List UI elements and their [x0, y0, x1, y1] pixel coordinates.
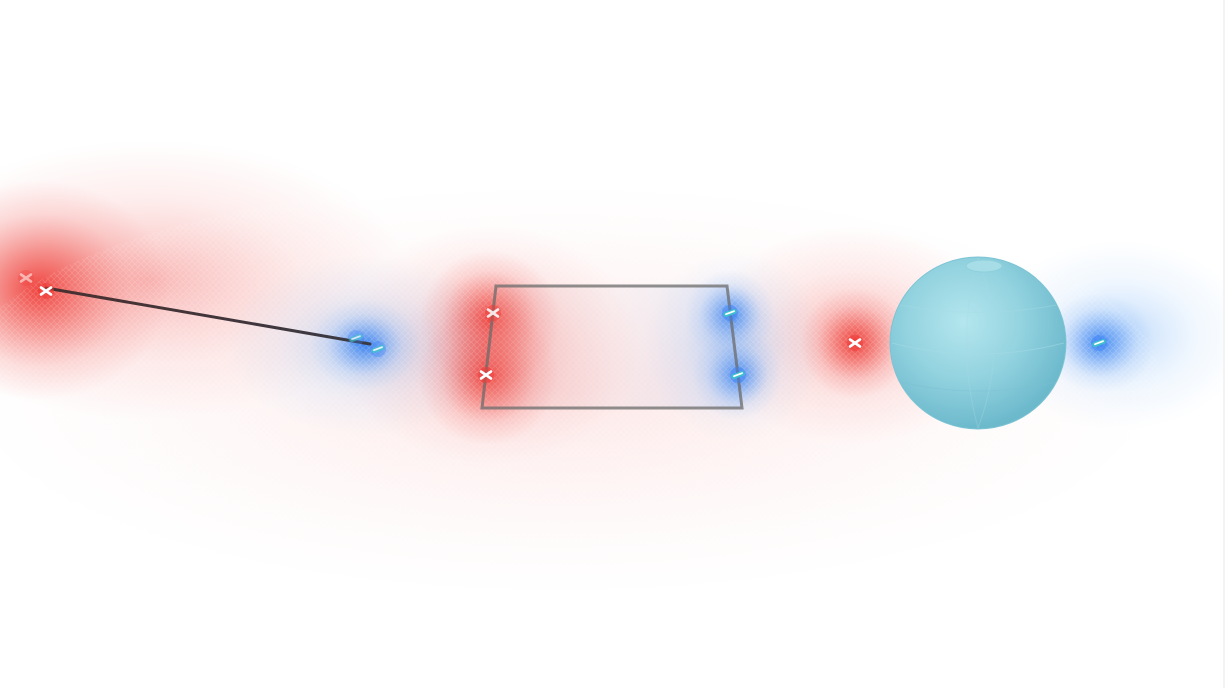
charge-positive-5[interactable]	[847, 335, 863, 351]
plus-icon	[485, 305, 501, 321]
charge-positive-4[interactable]	[478, 367, 494, 383]
minus-icon	[370, 341, 386, 357]
plus-icon	[478, 367, 494, 383]
charge-positive-2[interactable]	[38, 283, 54, 299]
minus-icon	[1091, 335, 1107, 351]
charge-positive-3[interactable]	[485, 305, 501, 321]
canvas-edge	[1223, 0, 1225, 688]
plus-icon	[847, 335, 863, 351]
charge-negative-2[interactable]	[370, 341, 386, 357]
charge-positive-1[interactable]	[18, 270, 34, 286]
minus-icon	[730, 367, 746, 383]
charge-negative-3[interactable]	[722, 305, 738, 321]
minus-icon	[722, 305, 738, 321]
neutral-sphere[interactable]	[889, 256, 1067, 430]
square-conductor[interactable]	[480, 284, 744, 410]
charge-negative-1[interactable]	[348, 330, 364, 346]
charge-markers	[18, 270, 1107, 383]
plus-icon	[18, 270, 34, 286]
plus-icon	[38, 283, 54, 299]
minus-icon	[348, 330, 364, 346]
charge-negative-5[interactable]	[1091, 335, 1107, 351]
charged-wire[interactable]	[44, 286, 372, 346]
charge-negative-4[interactable]	[730, 367, 746, 383]
